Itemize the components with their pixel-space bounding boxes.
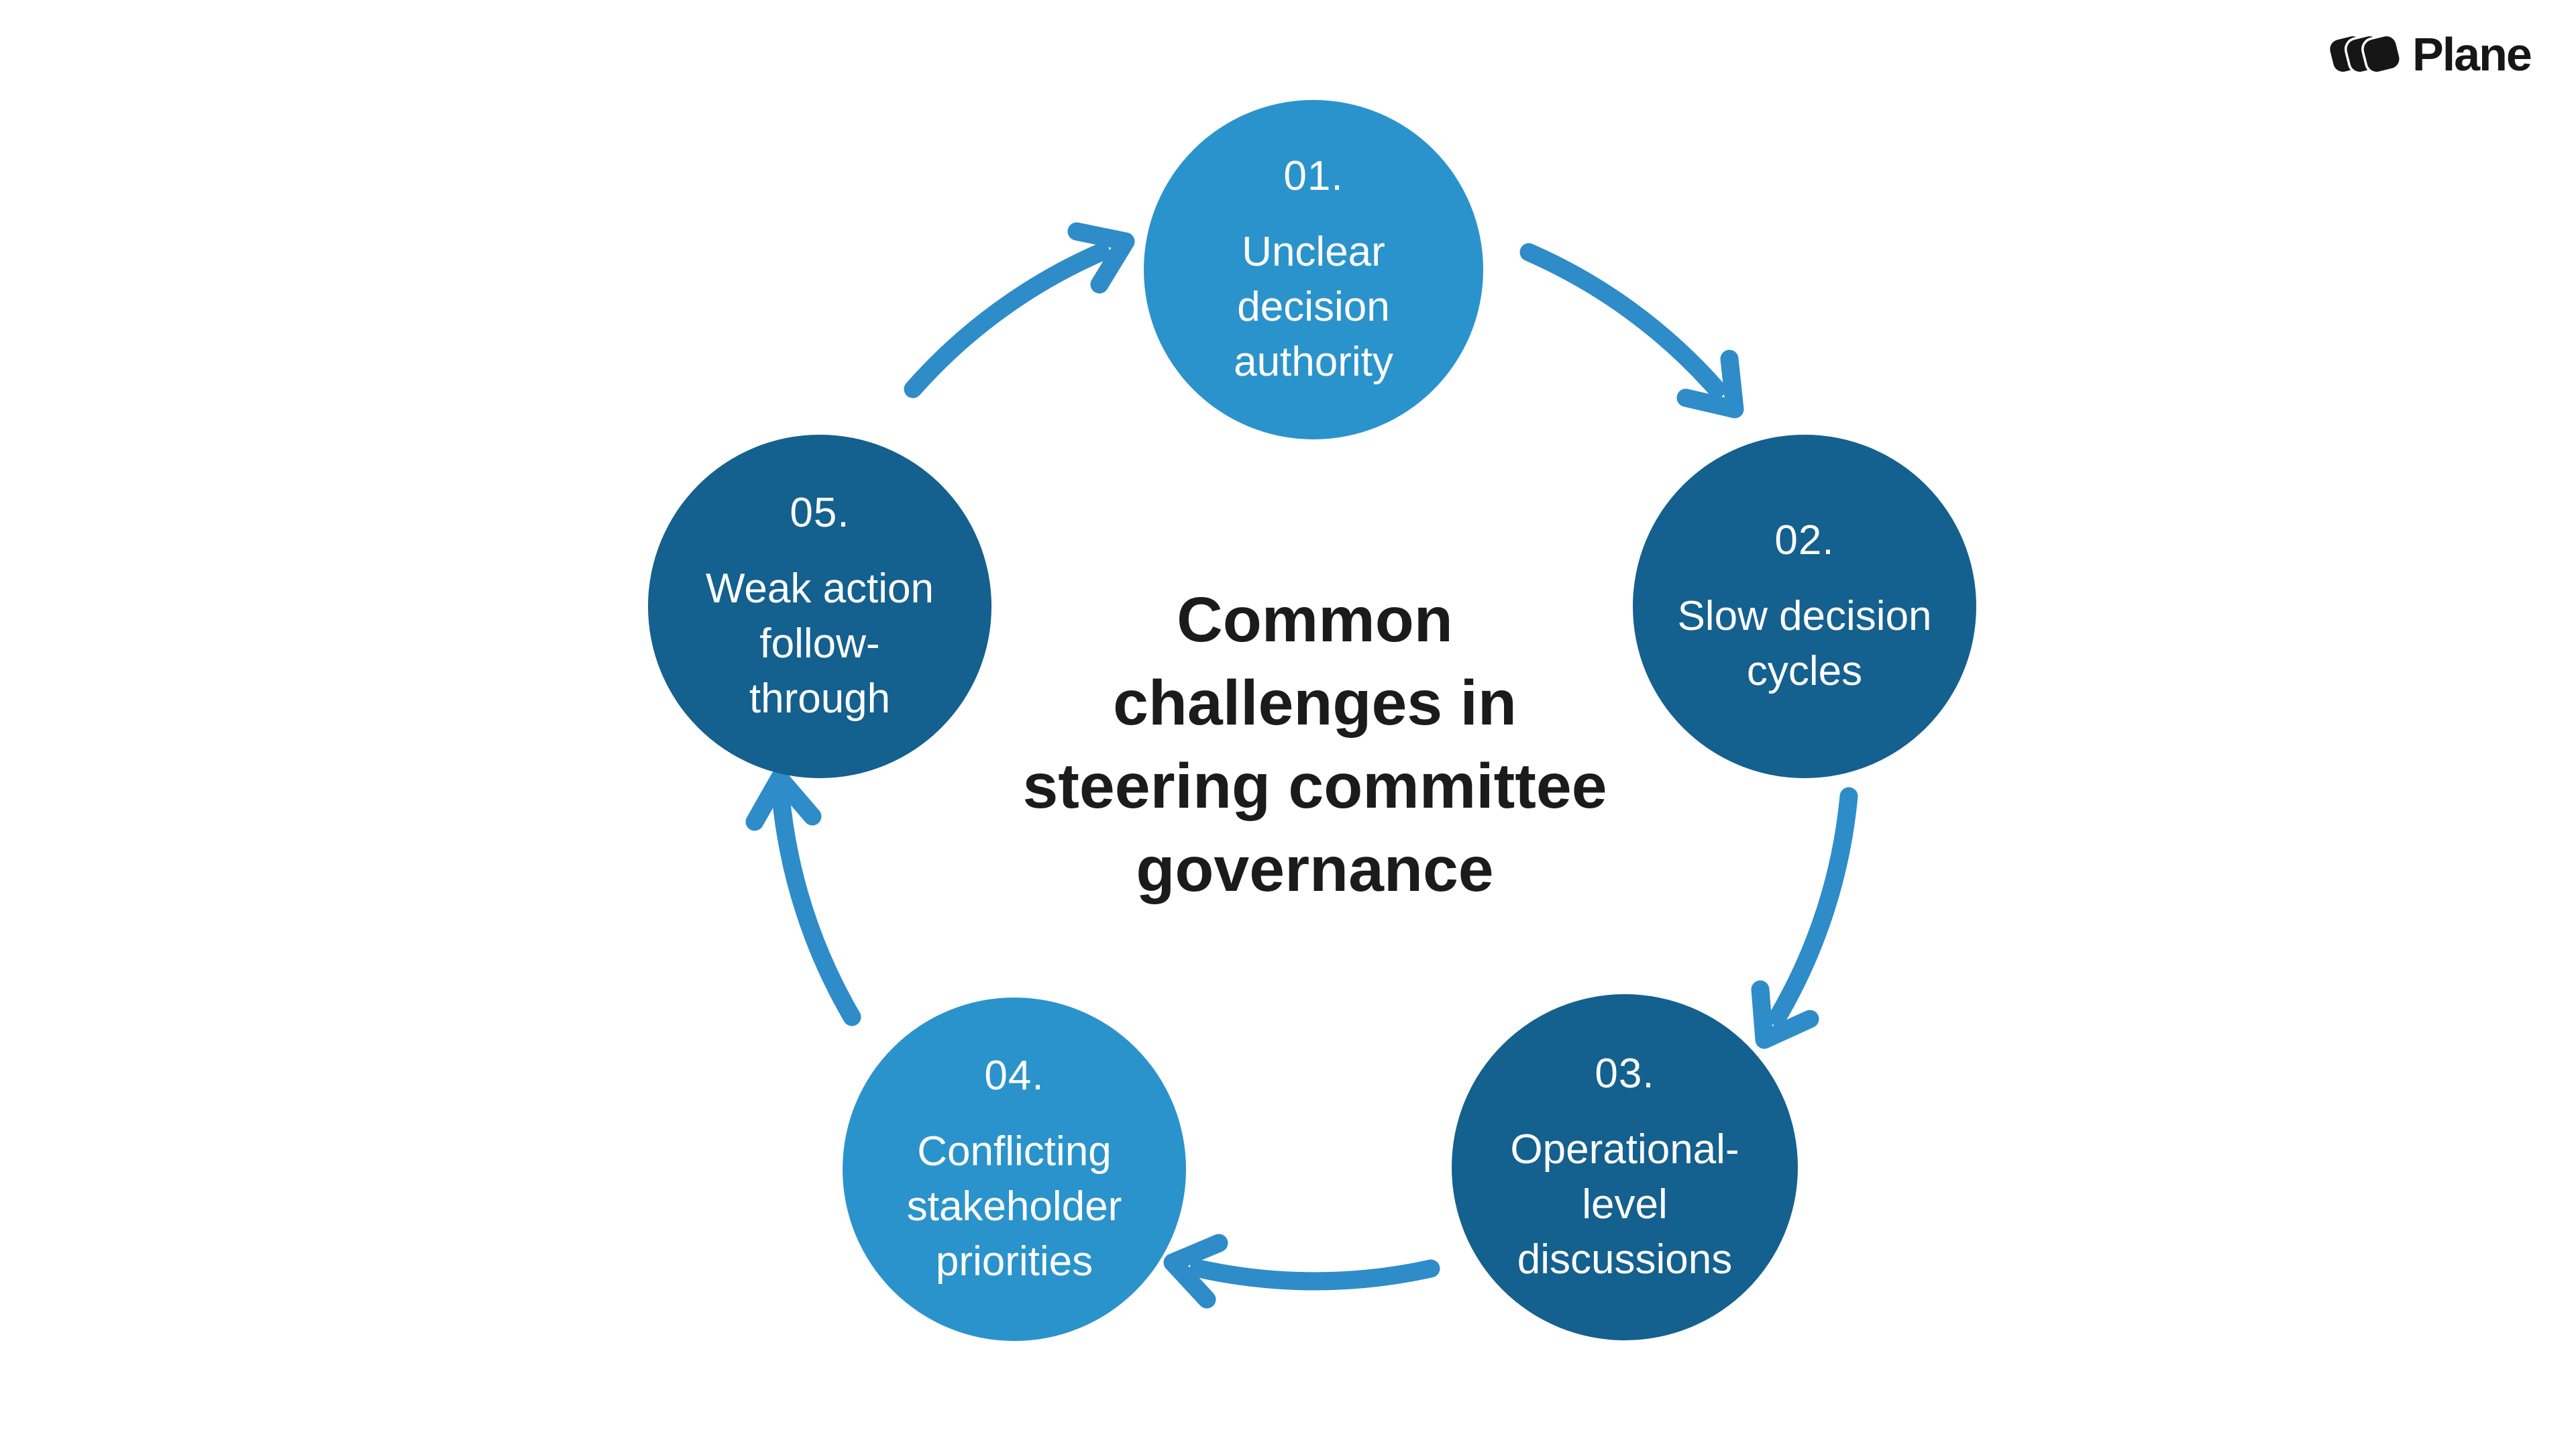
diagram-title-line: steering committee (1022, 751, 1607, 822)
diagram-title-line: challenges in (1113, 667, 1517, 739)
diagram-title-line: governance (1136, 834, 1494, 905)
arrowhead-chevron-icon (1676, 350, 1744, 419)
plane-logo-icon (2330, 34, 2400, 74)
arrow-curve (1189, 1259, 1440, 1291)
diagram-title-line: Common (1177, 584, 1453, 655)
arrow-curve (1768, 787, 1858, 1026)
arrow-02-to-03 (1751, 787, 1858, 1049)
arrowhead-chevron-icon (745, 769, 822, 831)
plane-logo: Plane (2328, 27, 2532, 82)
step-04-circle (843, 998, 1186, 1341)
logo-tile (2361, 34, 2400, 74)
arrowhead-chevron-icon (1163, 1234, 1228, 1309)
arrow-03-to-04 (1163, 1234, 1440, 1309)
diagram-title: Common challenges in steering committee … (946, 578, 1684, 911)
arrow-curve (771, 787, 861, 1026)
arrow-curve (1519, 243, 1726, 398)
plane-logo-text: Plane (2412, 28, 2532, 80)
step-01-circle (1144, 100, 1483, 439)
arrowhead-chevron-icon (1751, 980, 1819, 1049)
step-05-circle (648, 435, 991, 778)
step-03-circle (1452, 994, 1798, 1340)
arrow-05-to-01 (904, 222, 1135, 398)
arrowhead-chevron-icon (1067, 222, 1135, 294)
step-02-circle (1633, 435, 1976, 778)
arrow-04-to-05 (745, 769, 861, 1026)
arrow-curve (904, 243, 1110, 398)
arrow-01-to-02 (1519, 243, 1744, 419)
